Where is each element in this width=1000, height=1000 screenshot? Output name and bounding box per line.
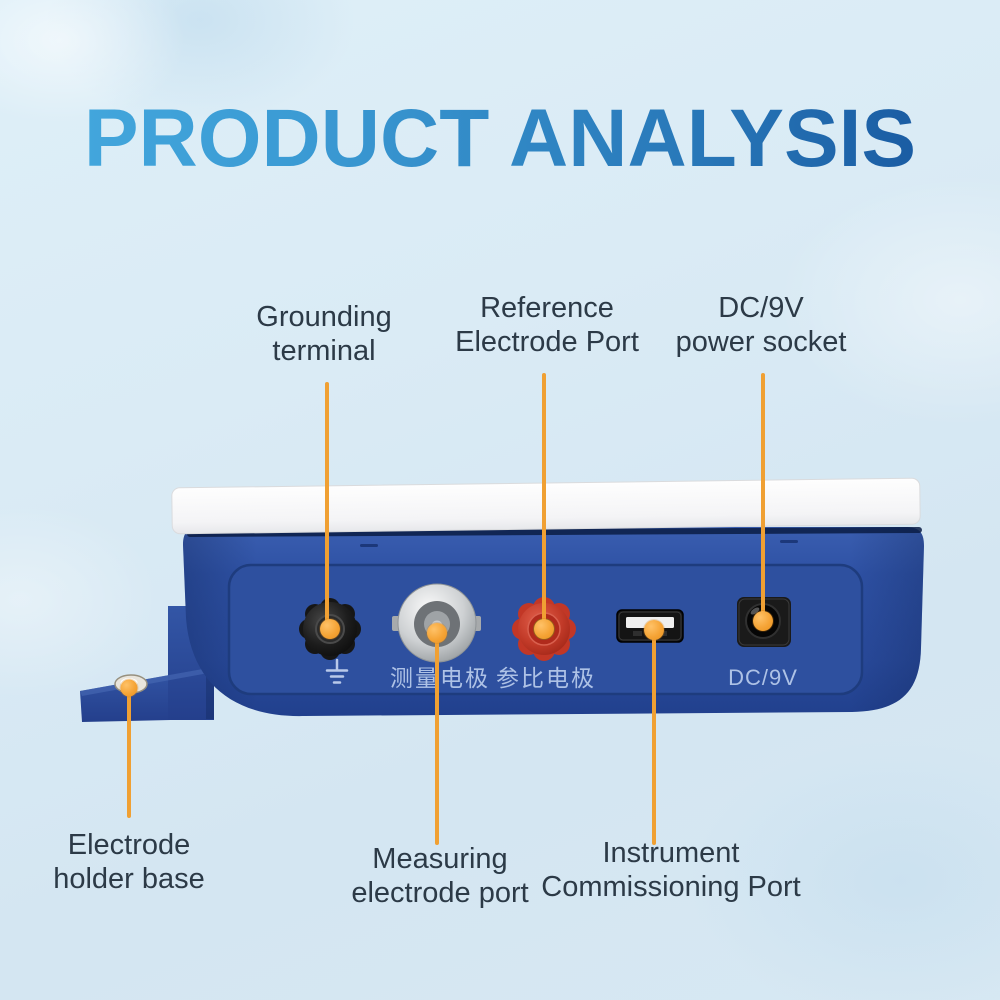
leader-line-reference bbox=[542, 373, 546, 629]
callout-dot-commissioning bbox=[644, 620, 664, 640]
label-instrument-commissioning-port: Instrument Commissioning Port bbox=[541, 837, 801, 903]
leader-line-measuring bbox=[435, 633, 439, 845]
panel-label-reference-cn: 参比电极 bbox=[496, 666, 596, 692]
callout-dot-reference bbox=[534, 619, 554, 639]
callout-dot-holder bbox=[120, 679, 138, 697]
label-reference-electrode-port: Reference Electrode Port bbox=[455, 292, 639, 358]
grounding-terminal-port bbox=[299, 598, 361, 660]
label-electrode-holder-base: Electrode holder base bbox=[53, 829, 205, 895]
page-title: PRODUCT ANALYSIS bbox=[0, 98, 1000, 180]
callout-dot-measuring bbox=[427, 623, 447, 643]
label-grounding-terminal: Grounding terminal bbox=[256, 301, 392, 367]
label-dc-power-socket: DC/9V power socket bbox=[675, 292, 847, 358]
panel-label-dc9v: DC/9V bbox=[728, 665, 798, 690]
leader-line-commissioning bbox=[652, 630, 656, 845]
earth-ground-icon bbox=[325, 658, 349, 684]
leader-line-grounding bbox=[325, 382, 329, 629]
label-measuring-electrode-port: Measuring electrode port bbox=[351, 843, 529, 909]
panel-label-measuring-cn: 测量电极 bbox=[390, 666, 490, 692]
device-lid bbox=[171, 477, 921, 535]
callout-dot-dc-power bbox=[753, 611, 773, 631]
callout-dot-grounding bbox=[320, 619, 340, 639]
leader-line-dc-power bbox=[761, 373, 765, 621]
leader-line-holder bbox=[127, 688, 131, 818]
